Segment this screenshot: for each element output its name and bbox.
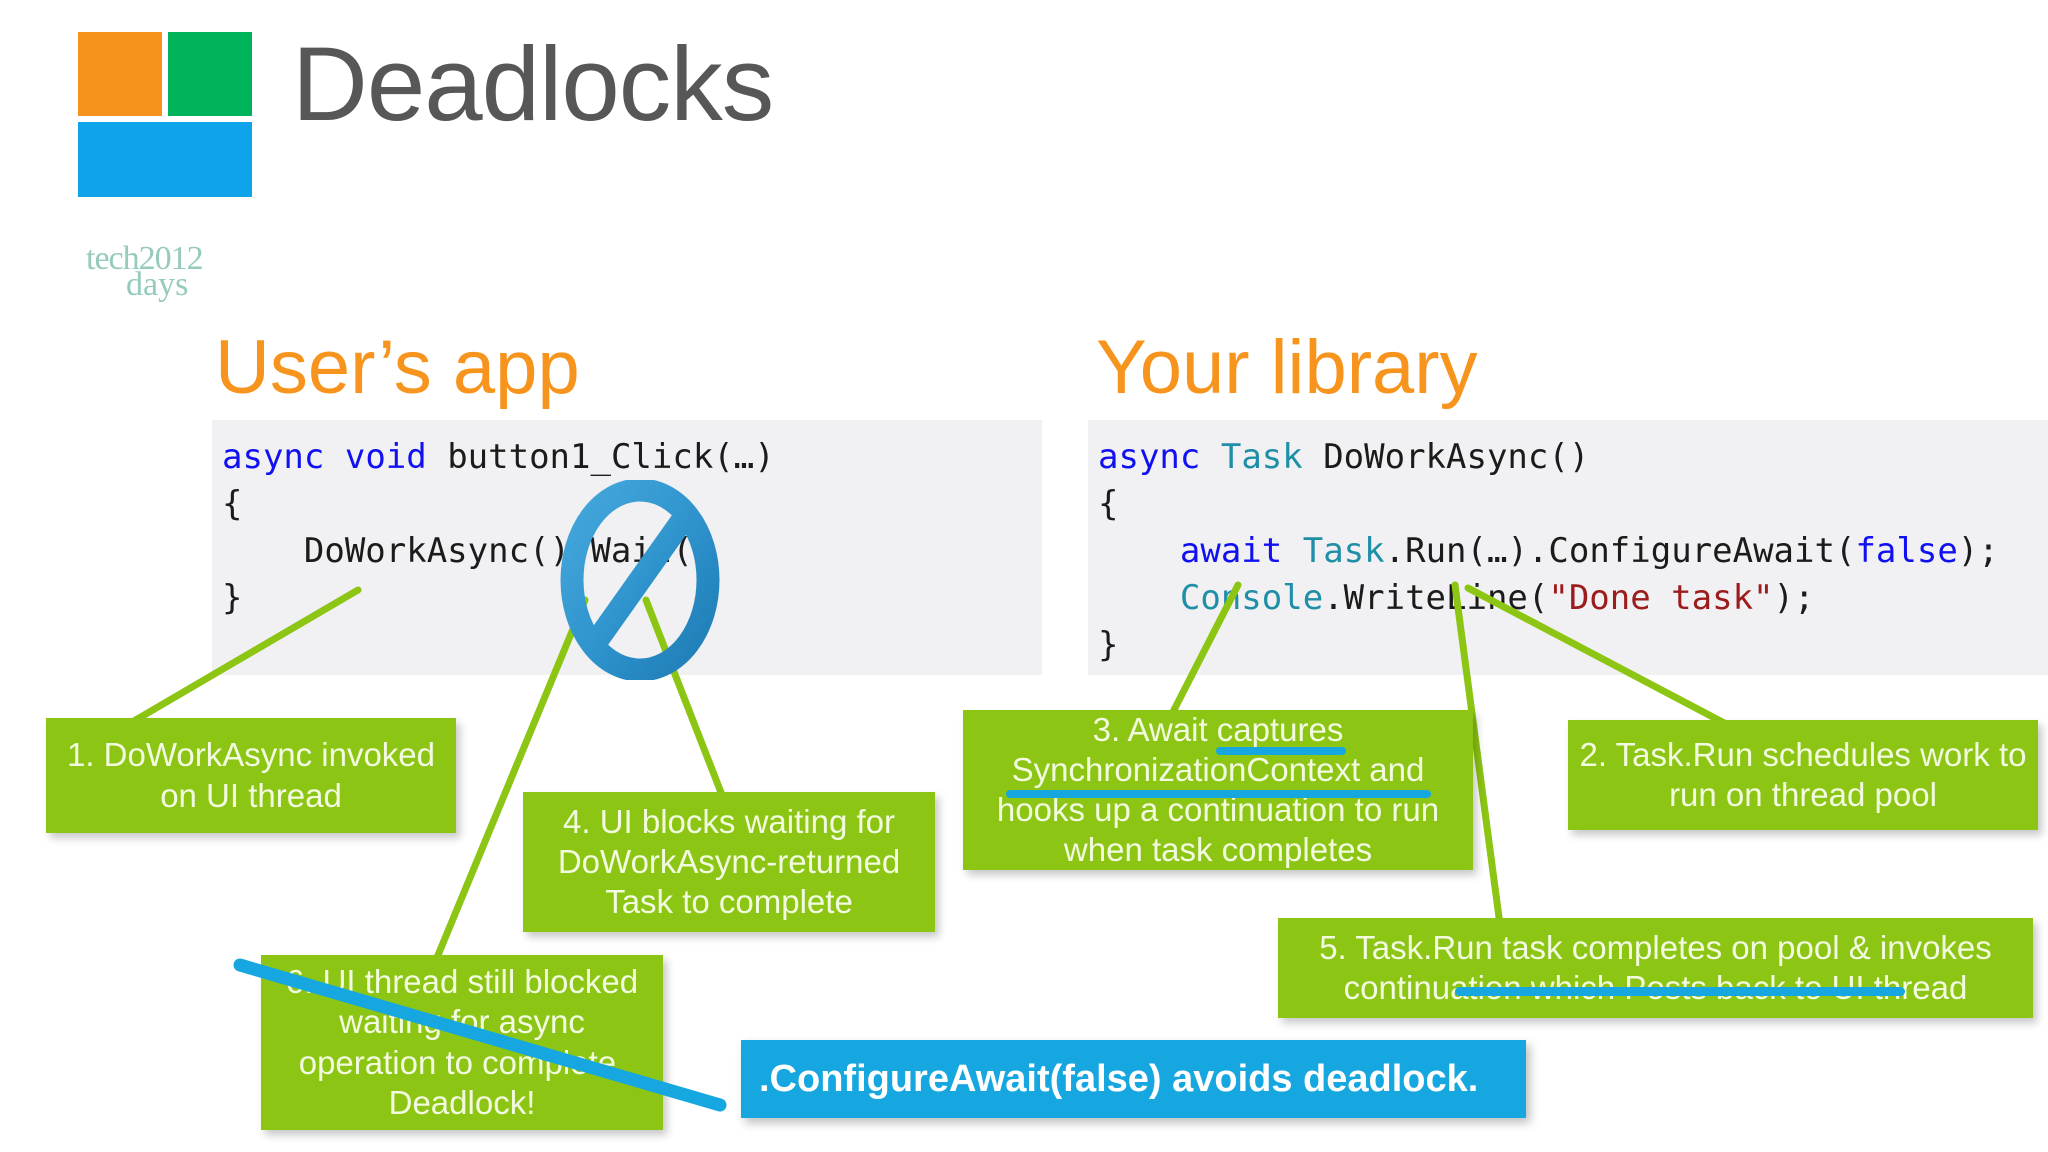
logo-text-tech: tech xyxy=(86,240,140,277)
code-keyword-void: void xyxy=(344,437,427,477)
code-type-task: Task xyxy=(1220,437,1303,477)
callout-step-1[interactable]: 1. DoWorkAsync invoked on UI thread xyxy=(46,718,456,833)
callout-step-2[interactable]: 2. Task.Run schedules work to run on thr… xyxy=(1568,720,2038,830)
logo-square-orange xyxy=(78,32,162,116)
code-keyword-async: async xyxy=(222,437,325,477)
logo-square-green xyxy=(168,32,252,116)
logo-square-blue xyxy=(78,122,252,197)
code-keyword-await: await xyxy=(1179,531,1283,571)
strike-callout-3-line2 xyxy=(1006,790,1431,798)
code-keyword-async-right: async xyxy=(1098,437,1201,477)
code-type-task-run: Task xyxy=(1302,531,1385,571)
code-block-your-library: async Task DoWorkAsync() { await Task.Ru… xyxy=(1088,420,2048,675)
column-heading-your-library: Your library xyxy=(1096,325,1478,410)
code-signature-left: button1_Click(…) xyxy=(426,437,775,477)
code-configureawait-call: .Run(…).ConfigureAwait( xyxy=(1384,531,1856,571)
configureawait-banner: .ConfigureAwait(false) avoids deadlock. xyxy=(741,1040,1526,1118)
callout-step-5[interactable]: 5. Task.Run task completes on pool & inv… xyxy=(1278,918,2033,1018)
strike-callout-3-line1 xyxy=(1216,747,1346,755)
code-right-brace-close: } xyxy=(1098,625,1119,665)
code-signature-right: DoWorkAsync() xyxy=(1302,437,1590,477)
code-writeline-call: .WriteLine( xyxy=(1323,578,1549,618)
tech-days-logo xyxy=(78,32,258,212)
code-left-brace-open: { xyxy=(222,484,243,524)
callout-step-4[interactable]: 4. UI blocks waiting for DoWorkAsync-ret… xyxy=(523,792,935,932)
strike-callout-6 xyxy=(233,958,727,1112)
column-heading-users-app: User’s app xyxy=(215,325,580,410)
logo-text-days: days xyxy=(126,266,189,303)
code-right-brace-open: { xyxy=(1098,484,1119,524)
logo-wordmark-line1: tech2012 xyxy=(86,240,204,278)
strike-callout-5 xyxy=(1455,987,1905,996)
code-line3-end: ); xyxy=(1957,531,1999,571)
code-left-brace-close: } xyxy=(222,578,243,618)
logo-text-year: 2012 xyxy=(138,240,204,277)
code-type-console: Console xyxy=(1179,578,1324,618)
code-line4-end: ); xyxy=(1773,578,1815,618)
logo-wordmark: tech2012 days xyxy=(78,240,278,310)
code-keyword-false: false xyxy=(1855,531,1958,571)
page-title: Deadlocks xyxy=(292,26,774,143)
code-string-done-task: "Done task" xyxy=(1548,578,1774,618)
no-entry-icon xyxy=(560,480,720,680)
